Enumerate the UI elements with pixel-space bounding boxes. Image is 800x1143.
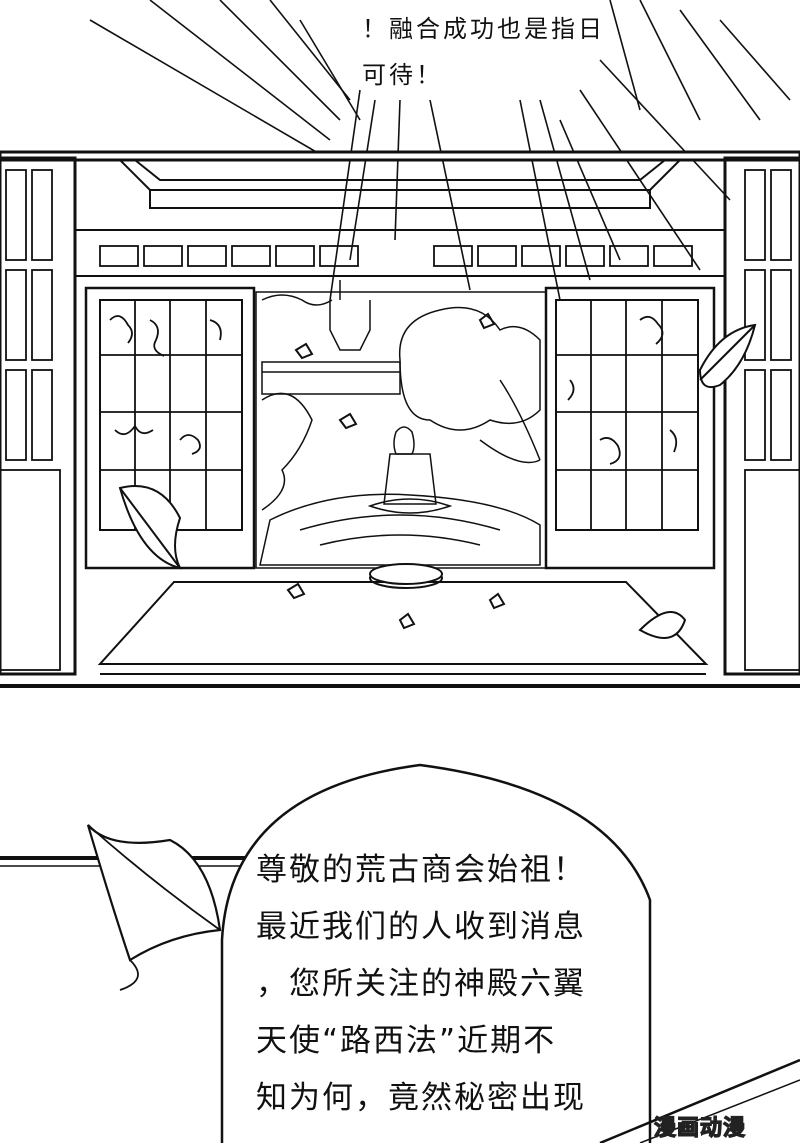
speech-line-2: 最近我们的人收到消息 bbox=[256, 909, 586, 945]
speech-line-5: 知为何，竟然秘密出现 bbox=[256, 1080, 586, 1116]
speech-line-4: 天使“路西法”近期不 bbox=[256, 1023, 557, 1059]
top-caption-line-2: 可待！ bbox=[362, 61, 443, 89]
speech-bubble-text: 尊敬的荒古商会始祖！ 最近我们的人收到消息 ，您所关注的神殿六翼 天使“路西法”… bbox=[256, 842, 676, 1127]
speech-line-3: ，您所关注的神殿六翼 bbox=[256, 966, 586, 1002]
speech-line-1: 尊敬的荒古商会始祖！ bbox=[256, 852, 586, 888]
top-caption-line-1: ！融合成功也是指日 bbox=[362, 15, 605, 43]
top-caption: ！融合成功也是指日 可待！ bbox=[362, 6, 632, 98]
watermark-logo: 漫画动漫 bbox=[653, 1115, 747, 1141]
